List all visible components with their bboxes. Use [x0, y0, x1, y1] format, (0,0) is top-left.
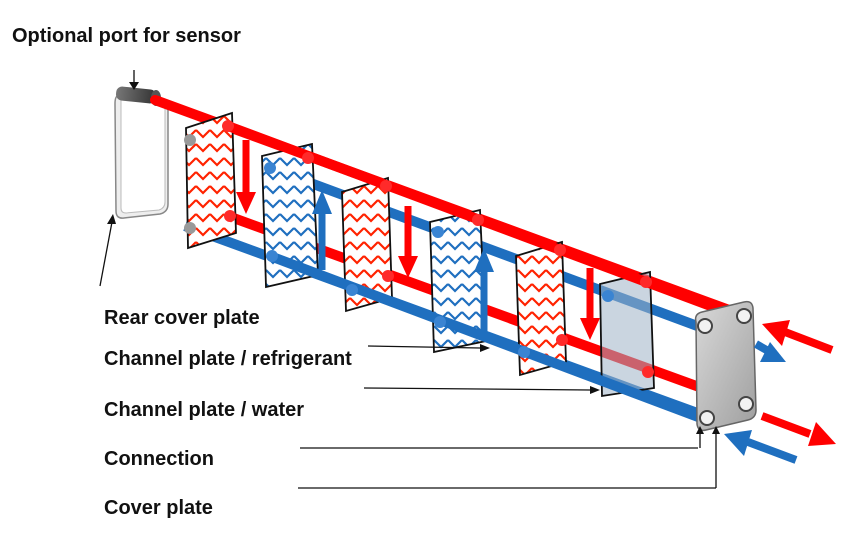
label-cover-plate: Cover plate [104, 497, 213, 519]
external-flow-arrows [724, 320, 836, 464]
label-connection: Connection [104, 448, 214, 470]
label-rear-cover-plate: Rear cover plate [104, 307, 260, 329]
flow-arrow-icon [236, 140, 600, 340]
label-channel-plate-refrigerant: Channel plate / refrigerant [104, 348, 352, 370]
label-optional-port: Optional port for sensor [12, 25, 241, 47]
pipe-nodes [184, 120, 654, 378]
channel-plate-refrigerant-1 [185, 111, 237, 250]
leader-lines [99, 70, 717, 489]
label-channel-plate-water: Channel plate / water [104, 399, 305, 421]
rear-cover-plate [114, 95, 169, 219]
leader-arrowheads [107, 82, 720, 434]
front-pipes [226, 121, 750, 425]
cover-plate [694, 300, 757, 432]
